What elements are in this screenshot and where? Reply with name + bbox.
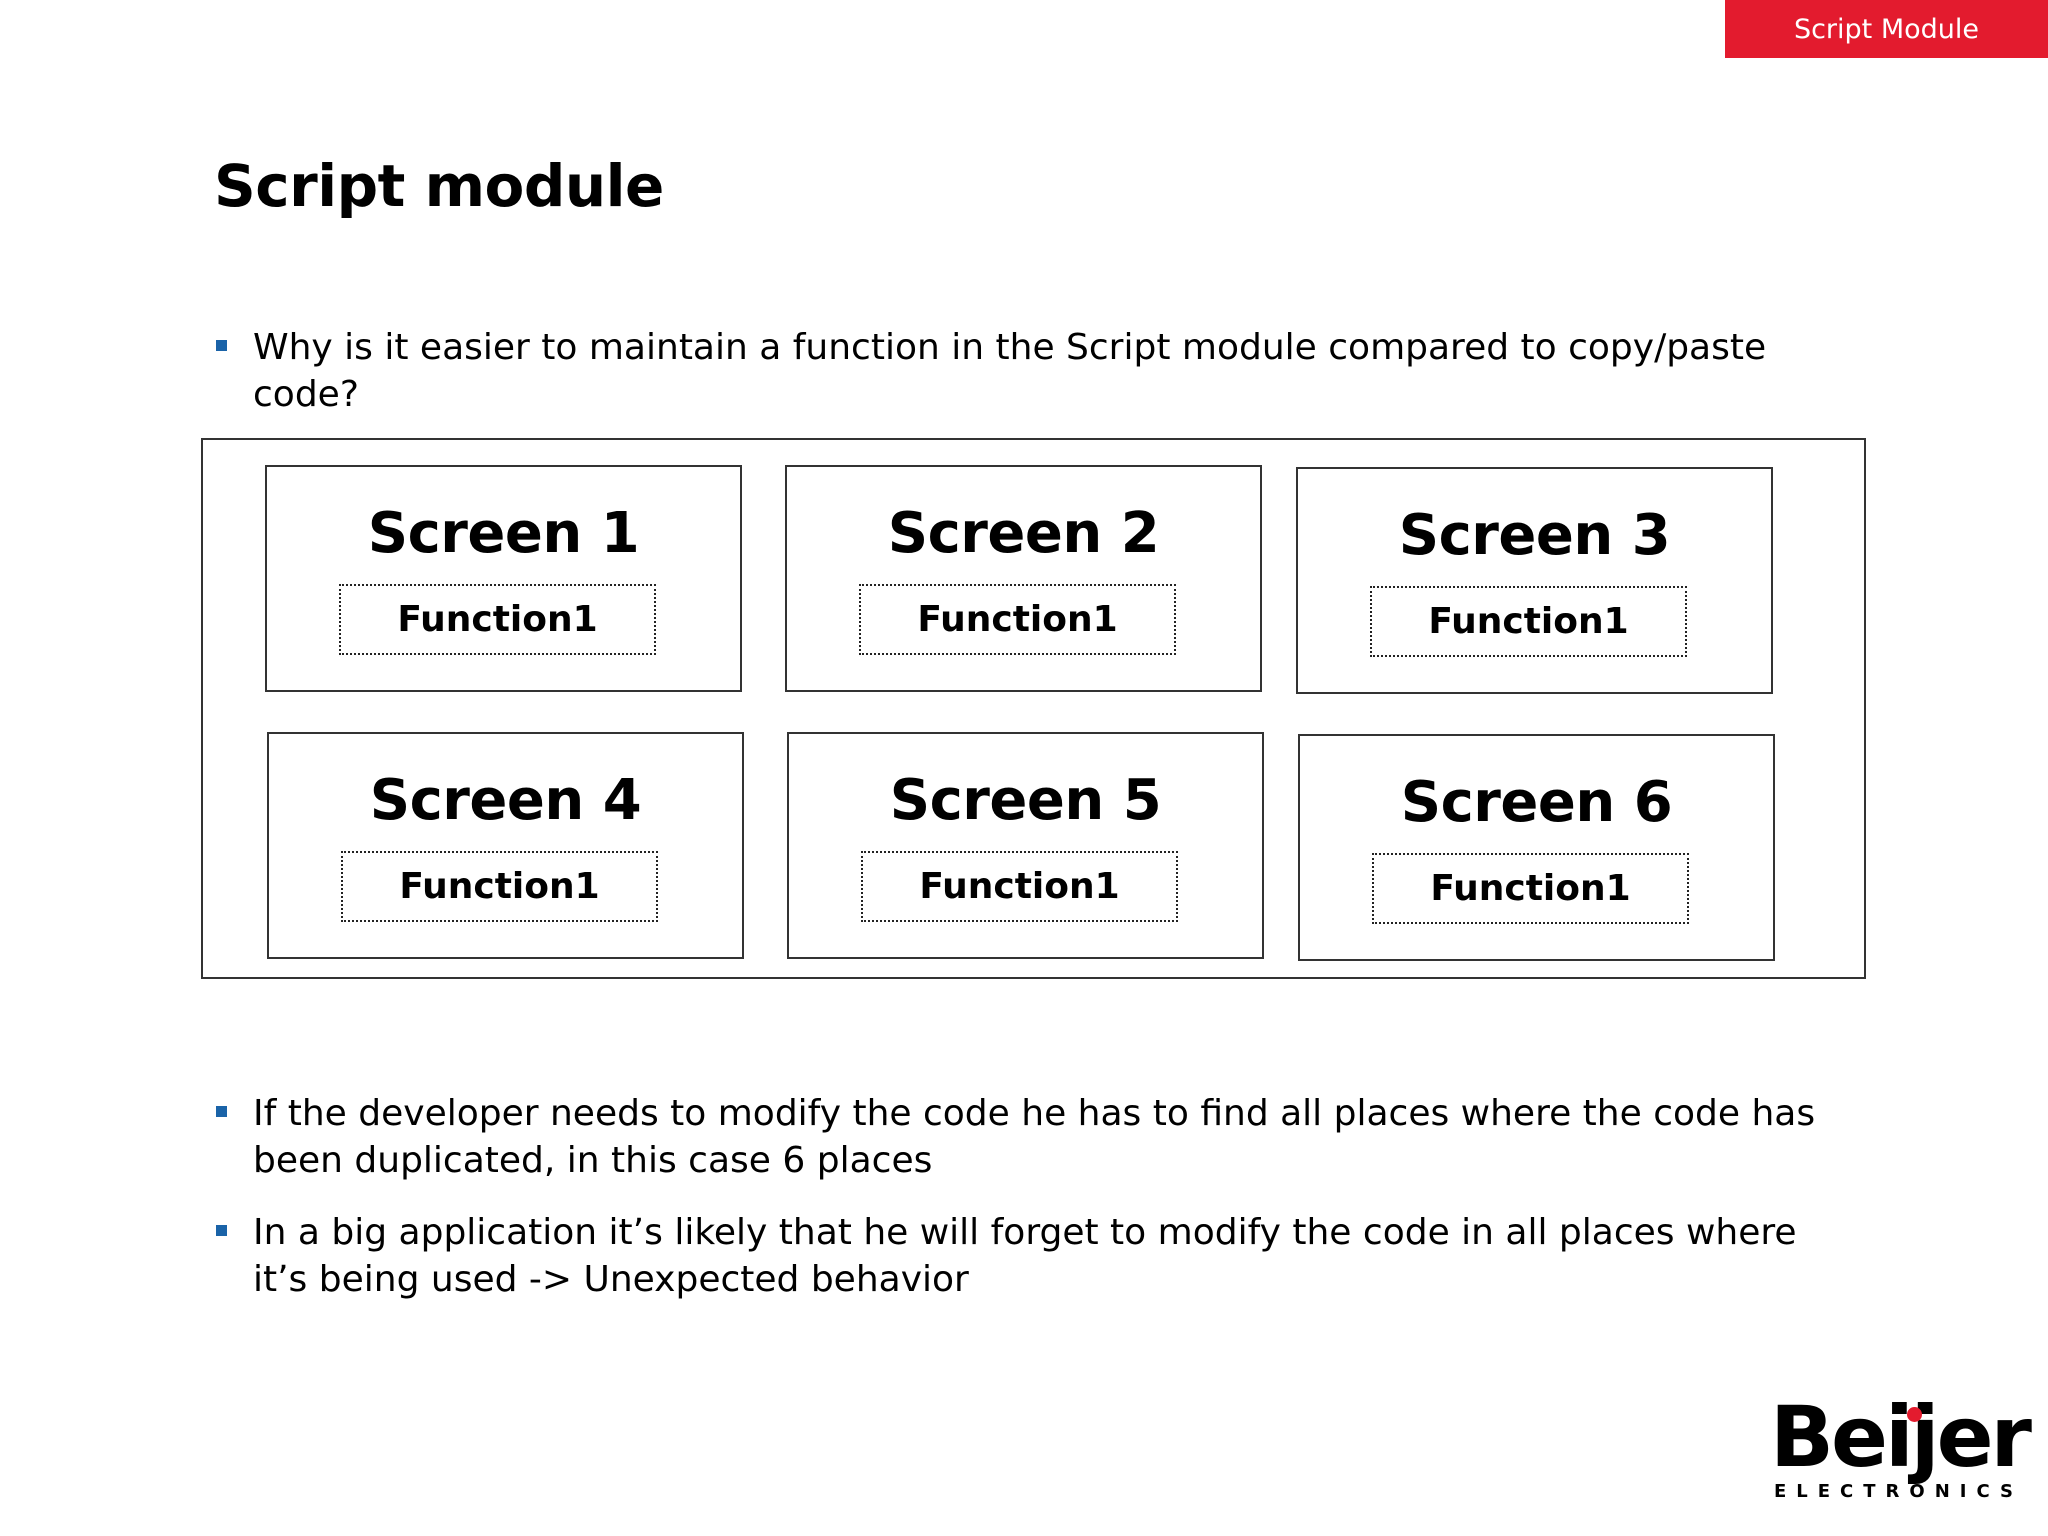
screen-label: Screen 3 — [1398, 503, 1671, 568]
screen-label: Screen 2 — [887, 501, 1160, 566]
function-box: Function1 — [341, 851, 658, 922]
bullet-item: In a big application it’s likely that he… — [214, 1209, 1844, 1303]
screen-label: Screen 6 — [1400, 770, 1673, 835]
slide-title: Script module — [214, 152, 664, 220]
logo-name: Beijer — [1770, 1388, 2032, 1486]
bullet-square-icon — [216, 1106, 227, 1117]
bullet-text: Why is it easier to maintain a function … — [253, 327, 1767, 415]
bullet-item: Why is it easier to maintain a function … — [214, 324, 1794, 418]
screen-label: Screen 4 — [369, 768, 642, 833]
screen-box-6: Screen 6 Function1 — [1298, 734, 1775, 961]
function-box: Function1 — [861, 851, 1178, 922]
screen-box-1: Screen 1 Function1 — [265, 465, 742, 692]
screen-box-2: Screen 2 Function1 — [785, 465, 1262, 692]
bullet-square-icon — [216, 340, 227, 351]
bullet-text: In a big application it’s likely that he… — [253, 1212, 1797, 1300]
function-box: Function1 — [1370, 586, 1687, 657]
logo-red-dot-icon — [1907, 1407, 1922, 1422]
bullet-item: If the developer needs to modify the cod… — [214, 1090, 1844, 1184]
screen-box-3: Screen 3 Function1 — [1296, 467, 1773, 694]
screen-label: Screen 5 — [889, 768, 1162, 833]
logo-wordmark: Beijer — [1770, 1395, 2032, 1479]
logo-subtitle: ELECTRONICS — [1774, 1481, 2023, 1502]
screen-label: Screen 1 — [367, 501, 640, 566]
beijer-logo: Beijer ELECTRONICS — [1770, 1395, 2032, 1502]
screens-diagram: Screen 1 Function1 Screen 2 Function1 Sc… — [201, 438, 1866, 979]
bullet-square-icon — [216, 1225, 227, 1236]
explanation-bullet-list: If the developer needs to modify the cod… — [214, 1090, 1844, 1328]
function-box: Function1 — [1372, 853, 1689, 924]
function-box: Function1 — [339, 584, 656, 655]
screen-box-4: Screen 4 Function1 — [267, 732, 744, 959]
function-box: Function1 — [859, 584, 1176, 655]
section-tag: Script Module — [1725, 0, 2048, 58]
intro-bullet-list: Why is it easier to maintain a function … — [214, 324, 1794, 443]
screen-box-5: Screen 5 Function1 — [787, 732, 1264, 959]
bullet-text: If the developer needs to modify the cod… — [253, 1093, 1816, 1181]
